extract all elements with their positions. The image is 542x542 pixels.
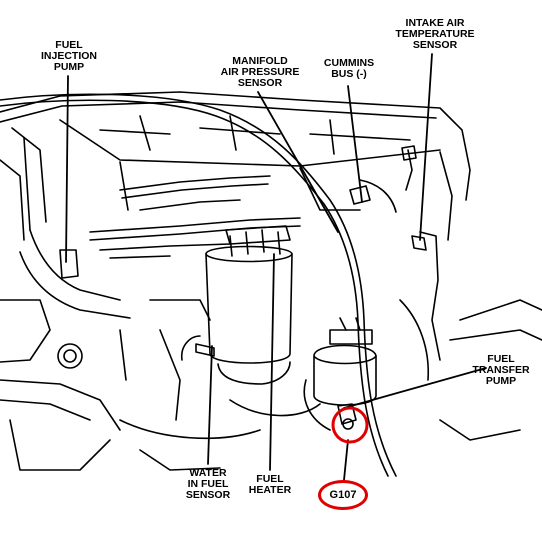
label-water-in-fuel-sensor: WATER IN FUEL SENSOR xyxy=(176,468,240,501)
ground-terminal xyxy=(342,418,354,430)
leader-cummins-bus xyxy=(347,85,363,203)
label-line: SENSOR xyxy=(412,39,458,51)
label-line: SENSOR xyxy=(185,489,231,501)
leader-fuel-transfer-pump xyxy=(343,367,487,409)
label-line: TEMPERATURE xyxy=(395,28,475,40)
label-line: FUEL xyxy=(487,353,515,365)
label-line: INJECTION xyxy=(40,50,97,62)
fuel-filter-shape xyxy=(180,225,293,385)
label-line: HEATER xyxy=(248,484,292,496)
label-fuel-injection-pump: FUEL INJECTION PUMP xyxy=(34,40,104,73)
label-line: AIR PRESSURE xyxy=(220,66,300,78)
leader-water-in-fuel-sensor xyxy=(207,345,213,465)
fuel-lines xyxy=(0,93,397,477)
label-line: BUS (-) xyxy=(331,68,367,80)
label-line: INTAKE AIR xyxy=(405,17,465,29)
ground-highlight-circle xyxy=(331,406,369,444)
label-manifold-air-pressure-sensor: MANIFOLD AIR PRESSURE SENSOR xyxy=(212,56,308,89)
label-line: PUMP xyxy=(485,375,517,387)
leader-fuel-heater xyxy=(269,253,275,471)
label-line: PUMP xyxy=(53,61,85,73)
label-line: SENSOR xyxy=(237,77,283,89)
leader-intake-air-temp-sensor xyxy=(419,53,433,241)
label-intake-air-temperature-sensor: INTAKE AIR TEMPERATURE SENSOR xyxy=(390,18,480,51)
label-fuel-transfer-pump: FUEL TRANSFER PUMP xyxy=(466,354,536,387)
hoses xyxy=(119,145,542,471)
label-line: CUMMINS xyxy=(323,57,375,69)
label-cummins-bus: CUMMINS BUS (-) xyxy=(316,58,382,80)
label-line: FUEL xyxy=(55,39,83,51)
ground-g107-label: G107 xyxy=(318,480,368,510)
label-line: IN FUEL xyxy=(187,478,229,490)
leader-manifold-air-pressure-sensor xyxy=(257,91,339,233)
label-line: TRANSFER xyxy=(472,364,530,376)
label-line: WATER xyxy=(189,467,227,479)
leader-fuel-injection-pump xyxy=(65,75,69,263)
label-line: MANIFOLD xyxy=(232,55,288,67)
engine-cover xyxy=(0,91,471,241)
label-fuel-heater: FUEL HEATER xyxy=(240,474,300,496)
ground-g107-text: G107 xyxy=(329,489,357,501)
transfer-pump-shape xyxy=(303,317,377,431)
leader-g107 xyxy=(343,439,349,481)
injection-pump-shape xyxy=(0,229,131,471)
label-line: FUEL xyxy=(256,473,284,485)
leader-lines xyxy=(65,53,487,481)
